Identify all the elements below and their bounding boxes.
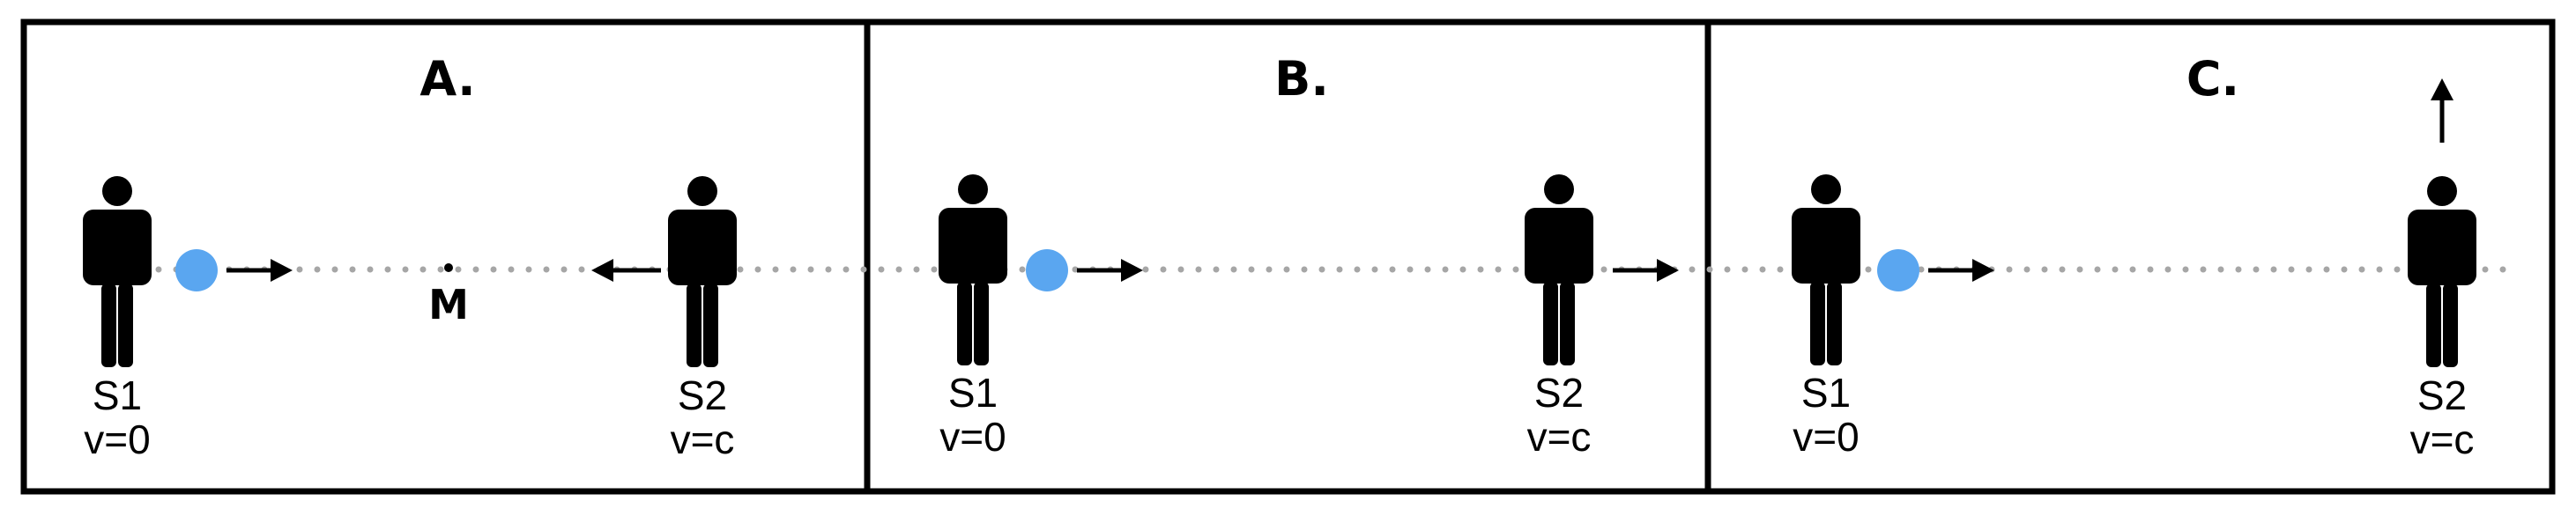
observer-s2: S2 v=c [2408, 176, 2476, 462]
observer-velocity: v=c [1527, 414, 1592, 460]
observer-name: S1 [948, 370, 998, 416]
observer-name: S2 [1534, 370, 1584, 416]
light-ball-icon [1026, 249, 1068, 291]
observer-s2: S2 v=c [668, 176, 737, 462]
arrow-right-icon [1077, 259, 1143, 282]
observer-velocity: v=0 [939, 414, 1006, 460]
panel-a: A. S1 v=0 M S2 v=c [83, 51, 737, 462]
arrow-right-icon [1928, 259, 1994, 282]
midpoint-label: M [428, 281, 469, 328]
arrow-left-icon [591, 259, 661, 282]
person-icon [1792, 174, 1860, 365]
panel-title: A. [419, 51, 475, 107]
panel-title: C. [2186, 51, 2239, 107]
person-icon [83, 176, 152, 367]
diagram-frame [20, 18, 2556, 495]
midpoint-dot [444, 263, 453, 272]
arrow-up-icon [2431, 78, 2454, 143]
observer-name: S2 [678, 372, 727, 418]
observer-s2: S2 v=c [1525, 174, 1593, 460]
light-ball-icon [1877, 249, 1919, 291]
observer-velocity: v=c [671, 416, 735, 462]
observer-s1: S1 v=0 [1792, 174, 1860, 460]
arrow-right-icon [1613, 259, 1679, 282]
person-icon [939, 174, 1007, 365]
light-ball-icon [175, 249, 218, 291]
observer-velocity: v=0 [1793, 414, 1859, 460]
person-icon [2408, 176, 2476, 367]
observer-name: S1 [93, 372, 142, 418]
person-icon [1525, 174, 1593, 365]
panel-b: B. S1 v=0 S2 v=c [939, 51, 1679, 460]
observer-name: S1 [1801, 370, 1851, 416]
panel-title: B. [1274, 51, 1329, 107]
observer-velocity: v=0 [84, 416, 150, 462]
person-icon [668, 176, 737, 367]
observer-name: S2 [2417, 372, 2467, 418]
panel-c: C. S1 v=0 S2 v=c [1792, 51, 2476, 462]
observer-s1: S1 v=0 [83, 176, 152, 462]
arrow-right-icon [226, 259, 293, 282]
midpoint-marker: M [428, 263, 469, 328]
observer-velocity: v=c [2410, 416, 2475, 462]
observer-s1: S1 v=0 [939, 174, 1007, 460]
